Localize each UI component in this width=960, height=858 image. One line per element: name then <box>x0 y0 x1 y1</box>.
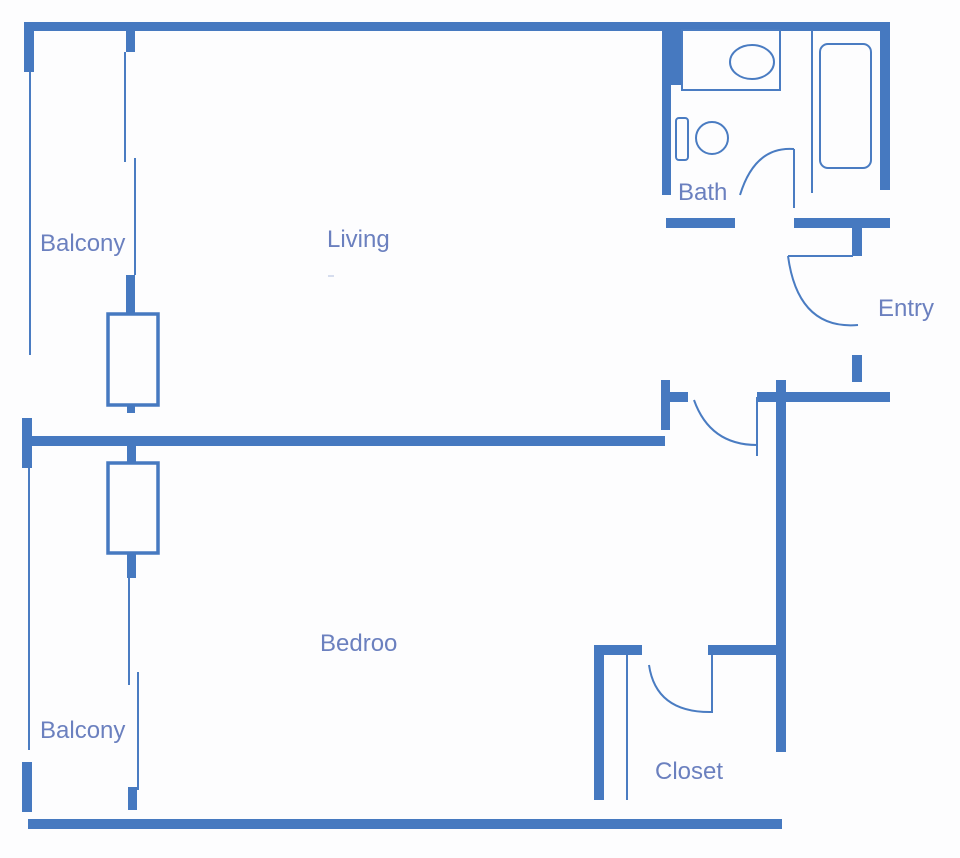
bath-bottom-wall-right <box>794 218 890 228</box>
bath-bottom-wall-left <box>666 218 735 228</box>
label-bath: Bath <box>678 179 727 206</box>
walls <box>22 22 890 829</box>
entry-wall-stub <box>852 228 862 256</box>
bath-right-wall <box>880 22 890 190</box>
entry-door-swing <box>787 255 859 327</box>
windows <box>28 52 160 790</box>
label-balcony-bottom: Balcony <box>40 717 125 744</box>
window-unit <box>106 461 160 555</box>
vanity <box>681 29 781 91</box>
bedroom-right-wall <box>776 380 786 752</box>
label-balcony-top: Balcony <box>40 230 125 257</box>
entry-bottom-wall <box>757 392 890 402</box>
top-wall <box>24 22 890 31</box>
window-unit <box>106 312 160 407</box>
sink-icon <box>729 44 775 80</box>
bedroom-door-swing <box>693 399 758 446</box>
closet-top-wall-left <box>594 645 642 655</box>
closet-door-swing <box>648 664 713 714</box>
entry-wall-stub <box>852 355 862 382</box>
balcony-wall-stub <box>127 405 135 413</box>
toilet-bowl-icon <box>695 121 729 155</box>
label-bedroom: Bedroo <box>320 630 397 657</box>
hall-wall-stub <box>661 380 670 430</box>
balcony-wall-stub <box>127 446 136 462</box>
bath-door-swing <box>739 147 795 196</box>
balcony-wall-stub <box>126 30 135 52</box>
balcony-wall-stub <box>127 553 136 578</box>
closet-left-wall <box>594 645 604 800</box>
toilet-tank-icon <box>675 117 689 161</box>
bath-left-wall <box>662 30 671 195</box>
bath-fixtures <box>675 29 872 193</box>
balcony-wall-stub <box>126 275 135 313</box>
balcony-wall-stub <box>128 787 137 810</box>
living-bedroom-wall <box>22 436 665 446</box>
hall-wall-stub <box>661 392 688 402</box>
bottom-wall <box>28 819 782 829</box>
left-wall-top-stub <box>24 22 34 72</box>
left-wall-bottom-stub <box>22 762 32 812</box>
room-labels: Balcony Living Bath Entry Bedroo Balcony… <box>40 179 934 785</box>
bathtub-icon <box>819 43 872 169</box>
label-living: Living <box>327 226 390 253</box>
label-closet: Closet <box>655 758 723 785</box>
label-entry: Entry <box>878 295 934 322</box>
doors <box>626 147 859 800</box>
closet-top-wall-right <box>708 645 786 655</box>
